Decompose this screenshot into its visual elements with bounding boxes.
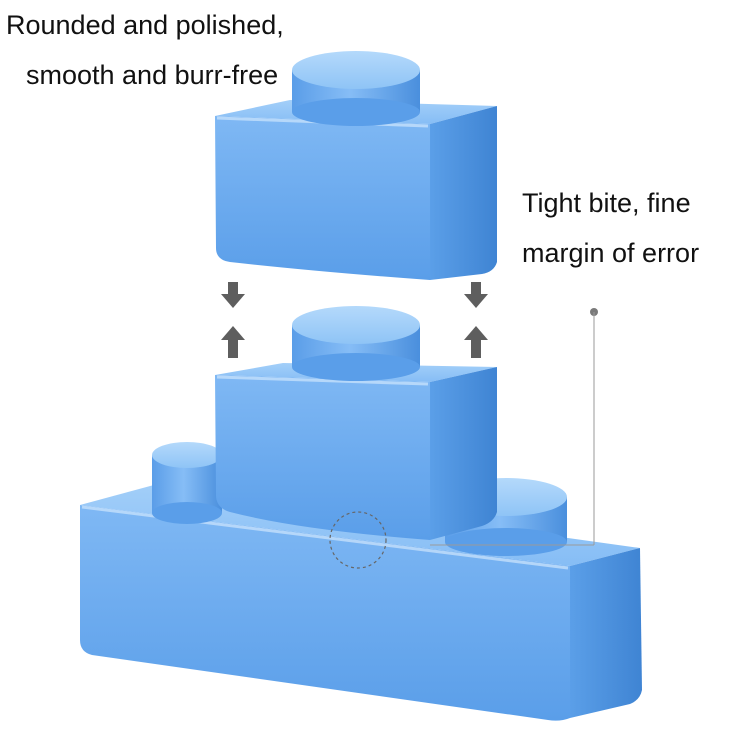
caption-rounded-polished: Rounded and polished, <box>6 10 284 40</box>
bottom-left-stud <box>152 442 222 524</box>
caption-tight-bite: Tight bite, fine <box>522 188 691 218</box>
top-brick <box>215 51 497 280</box>
arrow-down-icon <box>221 282 245 308</box>
annotation-pointer <box>430 308 598 546</box>
top-brick-stud <box>292 51 420 126</box>
caption-margin-of-error: margin of error <box>522 238 700 268</box>
arrow-up-icon <box>464 326 488 358</box>
caption-smooth-burr-free: smooth and burr-free <box>26 60 279 90</box>
arrow-down-icon <box>464 282 488 308</box>
middle-brick-stud <box>292 306 420 381</box>
middle-brick <box>215 306 497 540</box>
arrow-up-icon <box>221 326 245 358</box>
detail-circle <box>329 511 387 569</box>
